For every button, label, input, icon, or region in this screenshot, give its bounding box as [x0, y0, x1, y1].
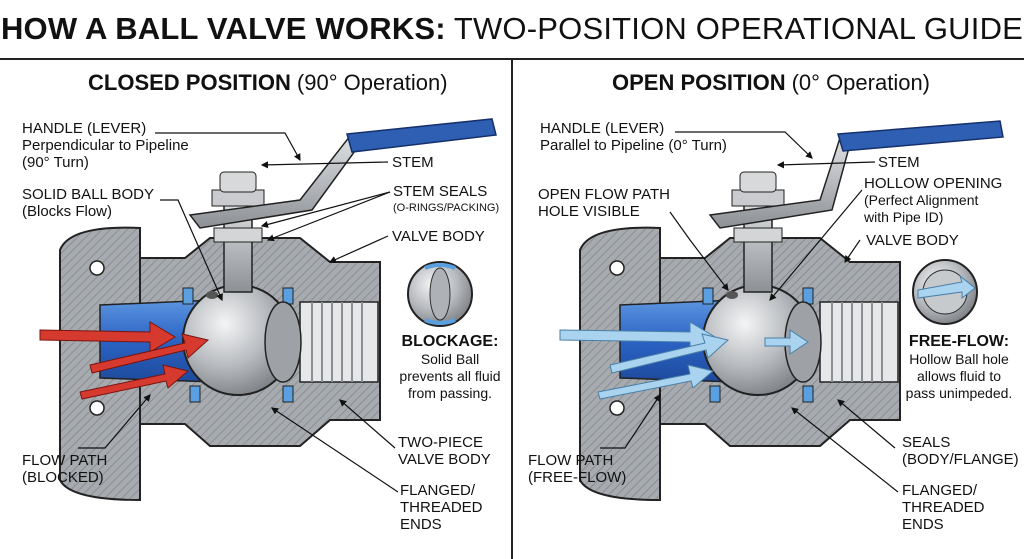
open-handle-l2: Parallel to Pipeline (0° Turn): [540, 137, 727, 154]
closed-ends-l2: THREADED: [400, 499, 483, 516]
open-seals-l1: SEALS: [902, 434, 951, 451]
open-hollow-l2: (Perfect Alignment: [864, 192, 979, 208]
open-callout-l2: allows fluid to: [916, 368, 1002, 384]
closed-flow-l2: (BLOCKED): [22, 469, 104, 486]
open-flow-path-l1: OPEN FLOW PATH: [538, 186, 670, 203]
title-divider: [0, 58, 1024, 60]
closed-two-piece-l1: TWO-PIECE: [398, 434, 483, 451]
closed-stem-seals-l1: STEM SEALS: [393, 183, 488, 200]
closed-handle-l3: (90° Turn): [22, 154, 89, 171]
closed-blockage-callout: BLOCKAGE: Solid Ball prevents all fluid …: [398, 332, 502, 402]
closed-valve-illustration: [39, 118, 497, 502]
closed-ball-body-l1: SOLID BALL BODY: [22, 186, 154, 203]
open-hollow-l1: HOLLOW OPENING: [864, 175, 1003, 192]
closed-flow-label: FLOW PATH (BLOCKED): [22, 452, 107, 486]
closed-handle-l1: HANDLE (LEVER): [22, 120, 147, 137]
open-heading-bold: OPEN POSITION: [612, 70, 786, 95]
closed-two-piece-label: TWO-PIECE VALVE BODY: [398, 434, 491, 468]
open-ends-l3: ENDS: [902, 516, 944, 533]
open-handle-l1: HANDLE (LEVER): [540, 120, 665, 137]
closed-heading: CLOSED POSITION(90° Operation): [88, 70, 448, 96]
open-hollow-label: HOLLOW OPENING (Perfect Alignment with P…: [864, 175, 1002, 226]
closed-flow-l1: FLOW PATH: [22, 452, 108, 469]
closed-ends-l3: ENDS: [400, 516, 442, 533]
closed-ball-body-label: SOLID BALL BODY (Blocks Flow): [22, 186, 154, 220]
open-hollow-l3: with Pipe ID): [864, 209, 944, 225]
panel-divider: [511, 60, 513, 559]
closed-stem-seals-l2: (O-RINGS/PACKING): [393, 202, 500, 214]
open-callout-l3: pass unimpeded.: [905, 385, 1013, 401]
open-ends-label: FLANGED/ THREADED ENDS: [902, 482, 985, 533]
open-heading: OPEN POSITION(0° Operation): [612, 70, 930, 96]
open-flow-path-label: OPEN FLOW PATH HOLE VISIBLE: [538, 186, 670, 220]
closed-ends-l1: FLANGED/: [400, 482, 476, 499]
closed-ball-body-l2: (Blocks Flow): [22, 203, 113, 220]
open-valve-illustration: [559, 120, 1004, 502]
open-heading-rest: (0° Operation): [791, 70, 931, 95]
closed-stem-seals-label: STEM SEALS (O-RINGS/PACKING): [393, 183, 499, 217]
open-flow-label: FLOW PATH (FREE-FLOW): [528, 452, 626, 486]
main-title: HOW A BALL VALVE WORKS: TWO-POSITION OPE…: [0, 0, 1024, 58]
closed-handle-label: HANDLE (LEVER) Perpendicular to Pipeline…: [22, 120, 189, 171]
open-stem-label: STEM: [878, 154, 920, 171]
closed-handle-l2: Perpendicular to Pipeline: [22, 137, 189, 154]
open-seals-label: SEALS (BODY/FLANGE): [902, 434, 1019, 468]
open-handle-label: HANDLE (LEVER) Parallel to Pipeline (0° …: [540, 120, 727, 154]
closed-heading-rest: (90° Operation): [296, 70, 448, 95]
main-title-rest: TWO-POSITION OPERATIONAL GUIDE: [453, 11, 1024, 46]
main-title-bold: HOW A BALL VALVE WORKS:: [0, 11, 446, 46]
open-valve-body-label: VALVE BODY: [866, 232, 959, 249]
closed-callout-l1: Solid Ball: [420, 351, 480, 367]
open-callout-l1: Hollow Ball hole: [909, 351, 1009, 367]
open-seals-l2: (BODY/FLANGE): [902, 451, 1019, 468]
closed-heading-bold: CLOSED POSITION: [88, 70, 291, 95]
open-callout-title: FREE-FLOW:: [908, 333, 1010, 350]
open-flow-l1: FLOW PATH: [528, 452, 614, 469]
closed-callout-l2: prevents all fluid: [399, 368, 501, 384]
open-ends-l2: THREADED: [902, 499, 985, 516]
open-freeflow-callout: FREE-FLOW: Hollow Ball hole allows fluid…: [898, 332, 1020, 402]
open-flow-path-l2: HOLE VISIBLE: [538, 203, 640, 220]
closed-callout-title: BLOCKAGE:: [401, 333, 499, 350]
open-flow-l2: (FREE-FLOW): [528, 469, 627, 486]
closed-two-piece-l2: VALVE BODY: [398, 451, 491, 468]
closed-valve-body-label: VALVE BODY: [392, 228, 485, 245]
closed-ends-label: FLANGED/ THREADED ENDS: [400, 482, 483, 533]
closed-stem-label: STEM: [392, 154, 434, 171]
open-ends-l1: FLANGED/: [902, 482, 978, 499]
closed-callout-l3: from passing.: [407, 385, 493, 401]
